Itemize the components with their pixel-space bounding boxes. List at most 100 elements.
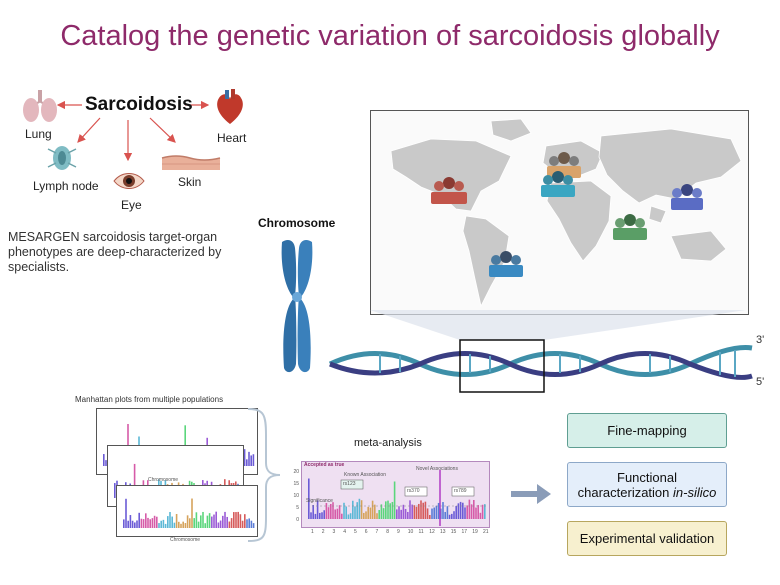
manhattan-point — [343, 502, 345, 519]
manhattan-point — [217, 522, 220, 528]
manhattan-point — [393, 481, 396, 519]
meta-x-tick: 19 — [472, 529, 478, 535]
meta-x-tick: 1 — [311, 529, 314, 535]
population-group-east-asia — [671, 184, 703, 210]
manhattan-point — [308, 478, 310, 519]
meta-x-tick: 5 — [354, 529, 357, 535]
snp-box-3 — [451, 486, 475, 497]
brace — [247, 408, 281, 542]
manhattan-point — [349, 513, 352, 519]
population-group-north-america — [431, 177, 467, 204]
manhattan-point — [125, 498, 127, 528]
manhattan-point — [248, 451, 250, 466]
manhattan-point — [426, 508, 429, 519]
meta-x-tick: 11 — [418, 529, 424, 535]
manhattan-point — [451, 513, 453, 519]
meta-x-tick: 21 — [483, 529, 489, 535]
novel-associations-label: Novel Associations — [416, 466, 458, 472]
meta-analysis-title: meta-analysis — [354, 437, 422, 449]
manhattan-point — [444, 511, 446, 519]
manhattan-point — [208, 513, 211, 528]
manhattan-point — [477, 505, 479, 519]
manhattan-point — [114, 483, 116, 498]
manhattan-point — [133, 463, 136, 498]
manhattan-point — [312, 504, 314, 519]
functional-label-italic: in-silico — [673, 484, 717, 500]
manhattan-point — [411, 504, 413, 519]
manhattan-point — [356, 502, 358, 519]
manhattan-point — [228, 521, 231, 528]
snp-label-1: rs123 — [343, 481, 356, 487]
manhattan-point — [164, 523, 167, 528]
manhattan-point — [235, 512, 237, 528]
manhattan-point — [453, 511, 455, 519]
manhattan-point — [358, 498, 361, 519]
dna-end-3: 3' — [756, 334, 765, 346]
manhattan-point — [473, 500, 475, 519]
manhattan-point — [479, 512, 482, 519]
manhattan-point — [321, 512, 323, 519]
manhattan-point — [363, 512, 365, 519]
manhattan-plot-3 — [116, 485, 258, 537]
manhattan-point — [160, 520, 162, 528]
manhattan-point — [123, 519, 125, 528]
manhattan-point — [252, 454, 255, 466]
manhattan-point — [314, 513, 317, 519]
manhattan-point — [246, 519, 248, 528]
manhattan-point — [442, 502, 444, 519]
manhattan-point — [215, 511, 217, 528]
world-map-panel — [370, 110, 749, 315]
manhattan-point — [200, 515, 202, 528]
manhattan-point — [407, 511, 409, 519]
manhattan-point — [420, 500, 422, 519]
manhattan-point — [178, 521, 180, 528]
manhattan-point — [415, 506, 418, 519]
manhattan-point — [244, 514, 246, 528]
manhattan-point — [147, 517, 149, 528]
manhattan-point — [182, 521, 184, 528]
manhattan-point — [149, 519, 151, 528]
manhattan-point — [127, 520, 129, 528]
meta-analysis-plot — [301, 461, 490, 528]
manhattan-point — [230, 518, 233, 528]
manhattan-point — [184, 523, 187, 528]
meta-y-tick: 5 — [296, 505, 299, 511]
manhattan-point — [136, 520, 138, 528]
heart-icon — [217, 89, 243, 124]
manhattan-point — [193, 518, 195, 528]
manhattan-point — [237, 511, 239, 528]
meta-x-tick: 8 — [386, 529, 390, 535]
manhattan-point — [347, 514, 350, 519]
manhattan-point — [151, 518, 154, 528]
accepted-label: Accepted as true — [304, 462, 345, 468]
meta-x-tick: 6 — [364, 529, 368, 535]
manhattan-point — [448, 514, 451, 519]
manhattan-point — [332, 502, 334, 519]
manhattan-point — [252, 523, 255, 528]
manhattan-point — [422, 502, 424, 519]
manhattan-point — [336, 508, 339, 519]
functional-label-line2: characterization — [577, 484, 670, 500]
manhattan-point — [330, 503, 332, 519]
manhattan-point — [134, 522, 136, 528]
meta-x-tick: 12 — [429, 529, 435, 535]
manhattan-point — [435, 505, 438, 519]
manhattan-point — [431, 508, 433, 519]
manhattan-point — [382, 508, 385, 519]
manhattan-point — [211, 516, 213, 528]
manhattan-point — [219, 520, 222, 528]
manhattan-axis-label-1: Chromosome — [148, 477, 179, 483]
manhattan-point — [131, 520, 134, 528]
meta-x-tick: 2 — [321, 529, 325, 535]
sarcoidosis-label: Sarcoidosis — [85, 94, 193, 115]
manhattan-point — [323, 510, 325, 519]
manhattan-point — [226, 516, 228, 528]
meta-x-tick: 9 — [397, 529, 400, 535]
manhattan-point — [138, 512, 140, 528]
manhattan-point — [440, 508, 442, 519]
manhattan-point — [360, 500, 363, 519]
manhattan-point — [466, 505, 468, 519]
manhattan-point — [404, 508, 407, 519]
manhattan-point — [409, 500, 411, 519]
